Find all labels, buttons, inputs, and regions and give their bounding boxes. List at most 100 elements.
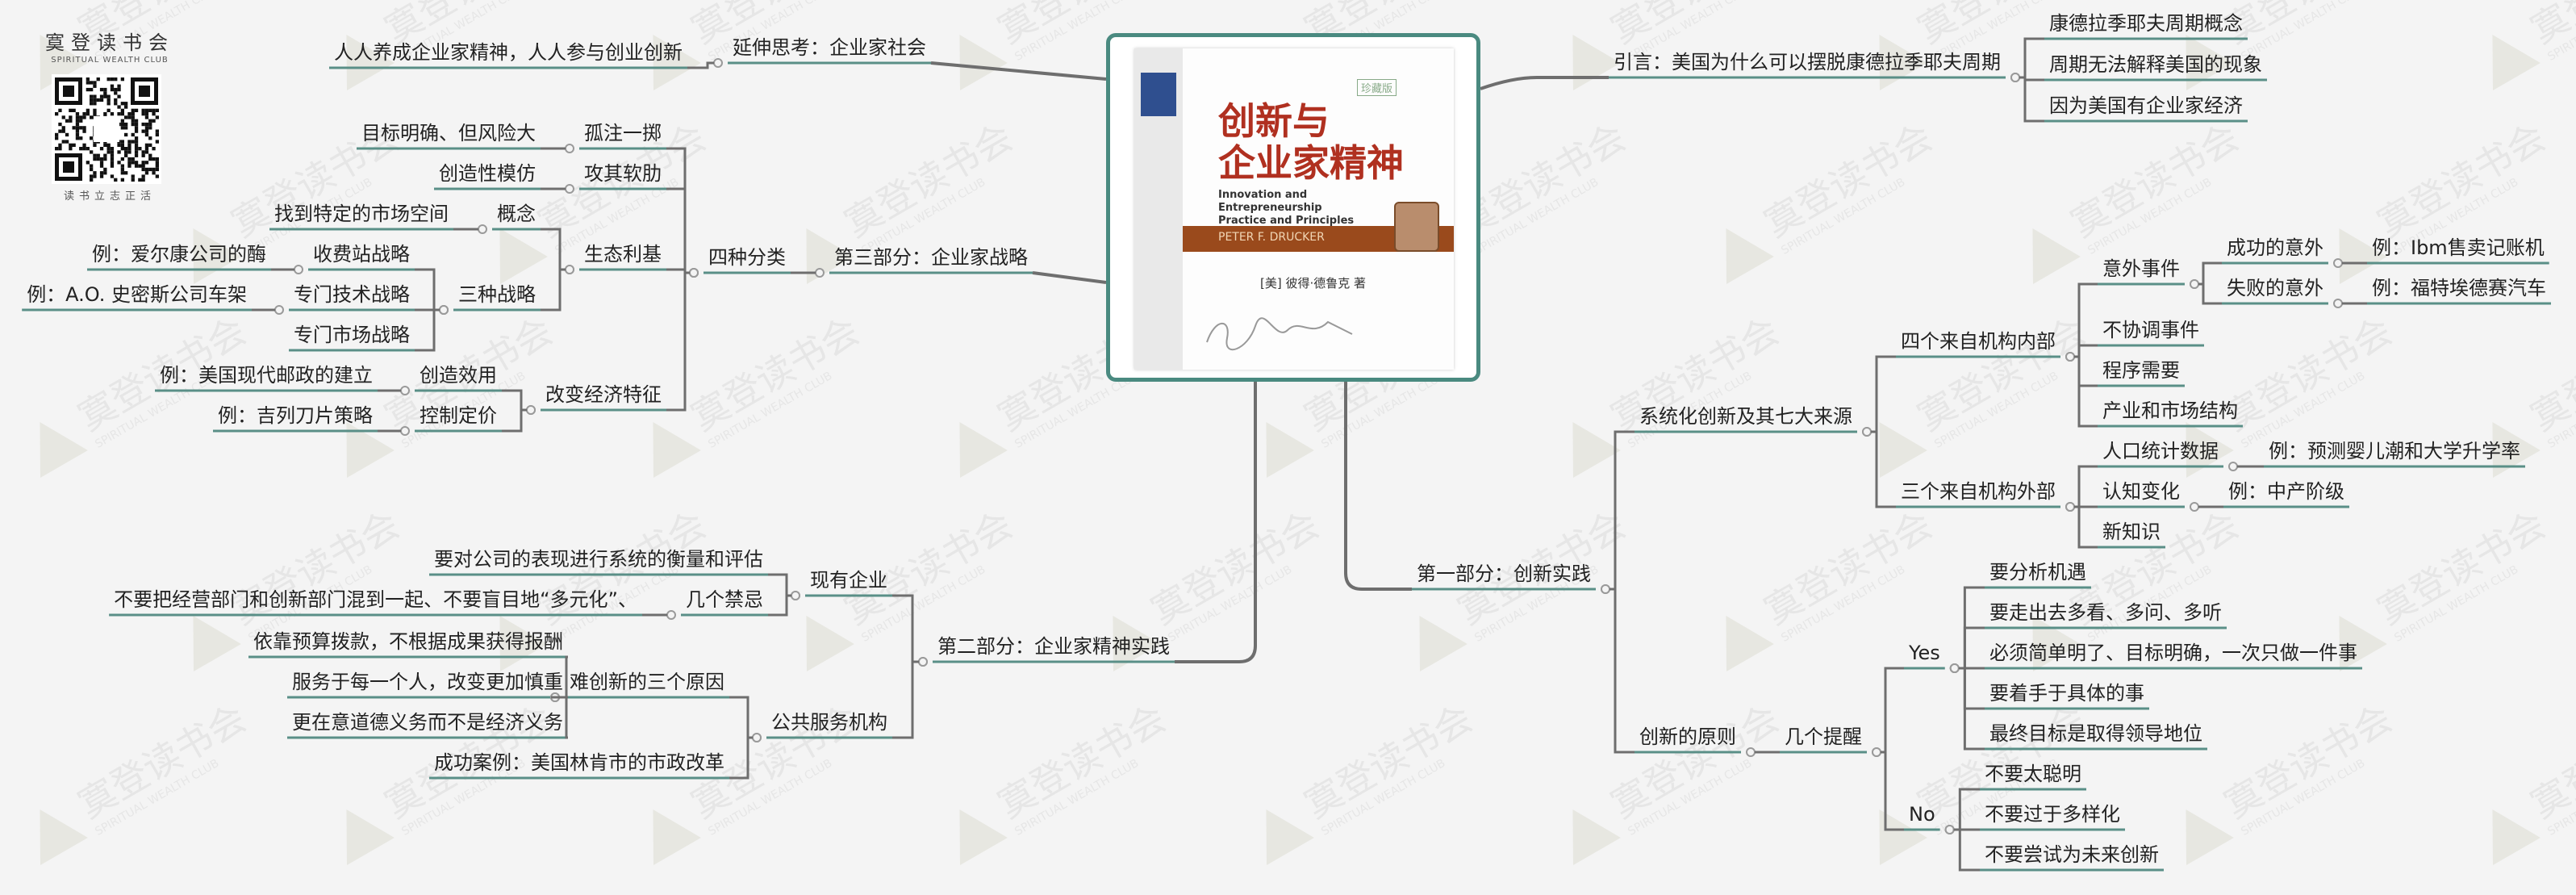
mindmap-node-p1a: 系统化创新及其七大来源 <box>1639 405 1852 428</box>
collapse-hub-p1a2-icon[interactable] <box>2065 502 2075 512</box>
mindmap-node-p1a1b: 不协调事件 <box>2102 319 2199 341</box>
connector <box>687 61 714 69</box>
mindmap-node-c4ae: 例：美国现代邮政的建立 <box>160 364 373 387</box>
collapse-hub-p2a2-icon[interactable] <box>666 610 676 620</box>
connector <box>1344 382 1412 591</box>
mindmap-node-c4: 改变经济特征 <box>545 383 662 406</box>
mindmap-node-c3b: 三种战略 <box>458 283 536 306</box>
connector <box>2074 465 2098 508</box>
mindmap-node-p1: 第一部分：创新实践 <box>1417 563 1591 585</box>
connector <box>930 61 1107 81</box>
mindmap-node-r1b: 周期无法解释美国的现象 <box>2049 53 2262 76</box>
collapse-hub-ext-icon[interactable] <box>713 58 723 68</box>
collapse-hub-c2-icon[interactable] <box>565 184 574 194</box>
collapse-hub-c4-icon[interactable] <box>526 405 536 415</box>
mindmap-node-s3: 专门市场战略 <box>294 324 410 346</box>
connector <box>2074 344 2098 358</box>
mindmap-node-c4a: 创造效用 <box>420 364 497 387</box>
mindmap-node-r1a: 康德拉季耶夫周期概念 <box>2049 12 2243 35</box>
mindmap-node-p1b1: 几个提醒 <box>1785 726 1862 748</box>
connector <box>729 696 753 739</box>
connector <box>1958 667 1985 751</box>
mindmap-node-p2b1b: 服务于每一个人，改变更加慎重 <box>292 671 563 693</box>
mindmap-node-p2a2a: 不要把经营部门和创新部门混到一起、不要盲目地“多元化”、 <box>114 588 637 611</box>
connector <box>729 736 753 780</box>
mindmap-node-p2b1a: 依靠预算拨款，不根据成果获得报酬 <box>253 630 563 653</box>
publisher-logo-icon <box>1141 73 1176 116</box>
collapse-hub-c1-icon[interactable] <box>565 144 574 153</box>
collapse-hub-c4b-icon[interactable] <box>400 426 410 436</box>
connector <box>2198 261 2222 286</box>
collapse-hub-p1a1-icon[interactable] <box>2065 352 2075 362</box>
collapse-hub-p2-icon[interactable] <box>918 657 928 667</box>
connector <box>2074 355 2098 387</box>
mindmap-node-p3a: 四种分类 <box>708 246 786 269</box>
connector <box>415 308 440 352</box>
collapse-hub-p1-icon[interactable] <box>1601 584 1610 594</box>
mindmap-node-p1a1a: 意外事件 <box>2102 257 2180 280</box>
mindmap-node-p1a1a1: 成功的意外 <box>2227 236 2323 259</box>
mindmap-node-p1a2b: 认知变化 <box>2102 480 2180 503</box>
book-title: 创新与 企业家精神 <box>1218 100 1404 184</box>
connector <box>1032 271 1107 284</box>
collapse-hub-c3b-icon[interactable] <box>439 305 449 315</box>
collapse-hub-s2-icon[interactable] <box>274 305 284 315</box>
mindmap-node-p2a: 现有企业 <box>810 569 887 592</box>
book-author-en: PETER F. DRUCKER <box>1218 231 1325 244</box>
collapse-hub-p1a2b-icon[interactable] <box>2190 502 2199 512</box>
mindmap-node-p1a1a1e: 例：Ibm售卖记账机 <box>2372 236 2545 259</box>
mindmap-node-p1a2ae: 例：预测婴儿潮和大学升学率 <box>2269 440 2520 462</box>
collapse-hub-r1-icon[interactable] <box>2010 73 2020 82</box>
mindmap-node-p2b1c: 更在意道德义务而不是经济义务 <box>292 711 563 734</box>
collapse-hub-p2b-icon[interactable] <box>752 733 762 742</box>
mindmap-node-c3a: 概念 <box>497 203 536 225</box>
mindmap-node-p1a1a2: 失败的意外 <box>2227 277 2323 299</box>
collapse-hub-p1a2a-icon[interactable] <box>2228 462 2238 471</box>
connector <box>768 573 791 597</box>
collapse-hub-c3-icon[interactable] <box>565 265 574 274</box>
mindmap-node-p2: 第二部分：企业家精神实践 <box>937 635 1170 658</box>
connector <box>1609 588 1635 754</box>
author-portrait <box>1394 202 1439 252</box>
collapse-hub-c3a-icon[interactable] <box>478 224 487 234</box>
connector <box>1871 430 1896 508</box>
mindmap-node-c4be: 例：吉列刀片策略 <box>218 404 373 427</box>
mindmap-node-s1: 收费站战略 <box>313 243 410 266</box>
collapse-hub-p1b-icon[interactable] <box>1746 747 1756 757</box>
connector <box>541 228 566 271</box>
connector <box>666 147 690 274</box>
collapse-hub-p2a-icon[interactable] <box>791 591 800 600</box>
collapse-hub-c4a-icon[interactable] <box>400 386 410 395</box>
collapse-hub-p3a-icon[interactable] <box>689 268 699 278</box>
mindmap-node-yes: Yes <box>1909 642 1940 664</box>
collapse-hub-p1b1-icon[interactable] <box>1872 747 1881 757</box>
collapse-hub-p3-icon[interactable] <box>815 268 825 278</box>
collapse-hub-no-icon[interactable] <box>1944 825 1955 834</box>
collapse-hub-p1a1a2-icon[interactable] <box>2333 299 2343 308</box>
mindmap-node-p1a1a2e: 例：福特埃德赛汽车 <box>2372 277 2546 299</box>
connector <box>1881 751 1904 831</box>
mindmap-node-yes3: 必须简单明了、目标明确，一次只做一件事 <box>1989 642 2357 664</box>
brand-name: 寞登读书会 <box>45 31 174 54</box>
qr-code <box>52 74 161 184</box>
connector <box>541 268 566 312</box>
collapse-hub-p1a1a1-icon[interactable] <box>2333 258 2343 268</box>
book-english-title: Innovation and Entrepreneurship Practice… <box>1218 189 1355 227</box>
collapse-hub-p1a-icon[interactable] <box>1862 427 1872 437</box>
mindmap-node-c1: 孤注一掷 <box>584 122 662 144</box>
collapse-hub-s1-icon[interactable] <box>294 265 303 274</box>
book-author: [美] 彼得·德鲁克 著 <box>1260 276 1367 291</box>
collapse-hub-p1a1a-icon[interactable] <box>2190 279 2199 289</box>
connector <box>1953 828 1980 872</box>
connector <box>892 594 919 663</box>
connector <box>1958 667 1985 710</box>
mindmap-node-p3: 第三部分：企业家战略 <box>834 246 1028 269</box>
mindmap-node-p1a1c: 程序需要 <box>2102 359 2180 382</box>
mindmap-node-p2b: 公共服务机构 <box>771 711 887 734</box>
collapse-hub-yes-icon[interactable] <box>1949 663 1960 673</box>
connector <box>1881 667 1904 754</box>
connector <box>1958 626 1985 670</box>
mindmap-node-yes1: 要分析机遇 <box>1989 561 2086 583</box>
brand-subtitle: SPIRITUAL WEALTH CLUB <box>51 56 169 65</box>
book-cover-card: 珍藏版 创新与 企业家精神 Innovation and Entrepreneu… <box>1106 33 1480 382</box>
